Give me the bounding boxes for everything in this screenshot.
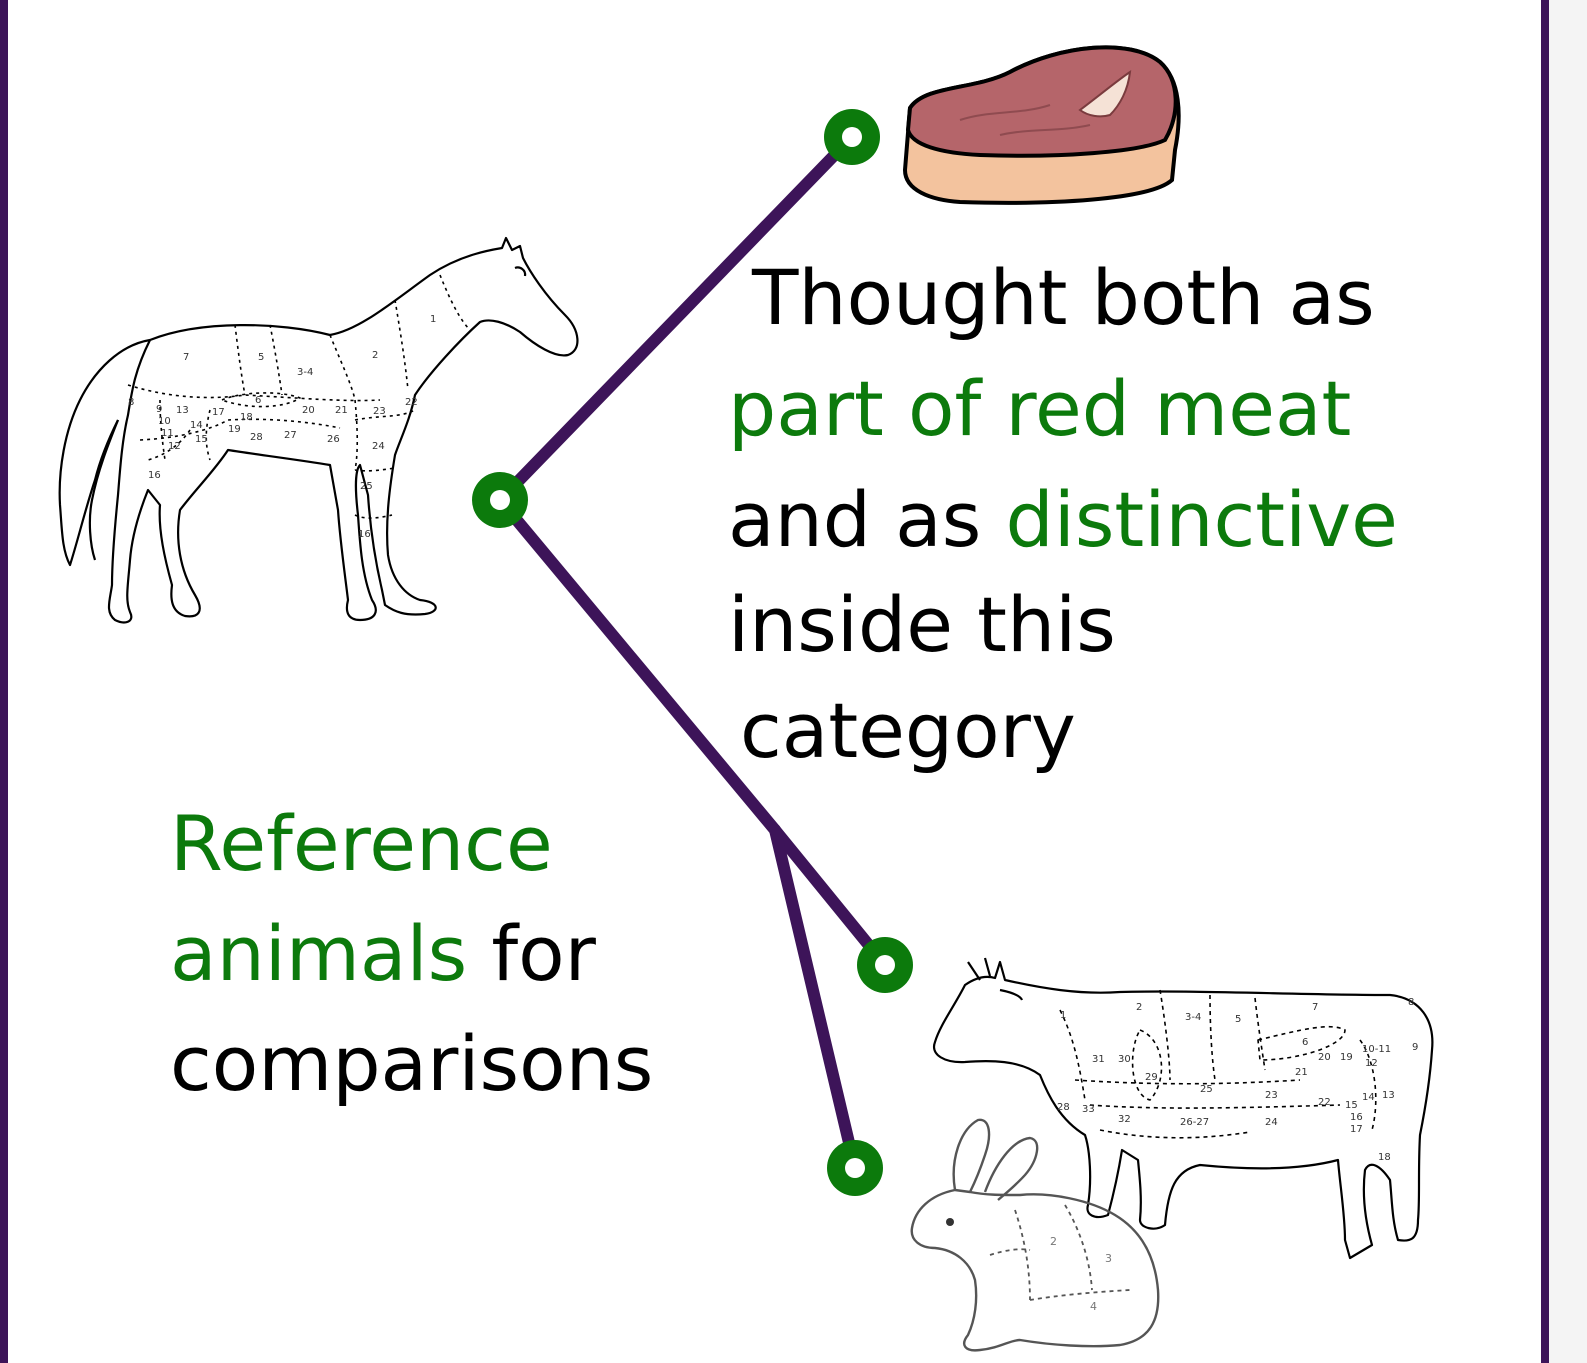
main-text-line-4: inside this [728, 571, 1116, 679]
horse-chart-label: 19 [228, 424, 241, 435]
rabbit-chart-label: 4 [1090, 1300, 1097, 1313]
cow-chart-label: 2 [1136, 1002, 1142, 1013]
horse-body-outline [109, 238, 577, 622]
horse-chart-label: 15 [195, 434, 208, 445]
cow-chart-label: 21 [1295, 1067, 1308, 1078]
main-text-line-2: part of red meat [728, 355, 1351, 463]
horse-chart-label: 26 [327, 434, 340, 445]
cow-chart-label: 14 [1362, 1092, 1375, 1103]
cow-chart-label: 23 [1265, 1090, 1278, 1101]
horse-chart-label: 25 [360, 481, 373, 492]
main-text-line-1: Thought both as [752, 244, 1375, 352]
cow-chart-label: 33 [1082, 1104, 1095, 1115]
cow-chart-label: 17 [1350, 1124, 1363, 1135]
cow-chart-label: 32 [1118, 1114, 1131, 1125]
cow-chart-label: 7 [1312, 1002, 1318, 1013]
rabbit-ear-left [954, 1120, 989, 1192]
rabbit-chart-label: 3 [1105, 1252, 1112, 1265]
cow-chart-label: 15 [1345, 1100, 1358, 1111]
horse-chart-label: 1 [430, 314, 436, 325]
horse-chart-label: 16 [148, 470, 161, 481]
horse-chart-label: 9 [156, 404, 162, 415]
horse-chart-label: 5 [258, 352, 264, 363]
cow-chart-label: 31 [1092, 1054, 1105, 1065]
cow-chart-label: 18 [1378, 1152, 1391, 1163]
horse-chart-label: 27 [284, 430, 297, 441]
horse-chart-label: 21 [335, 405, 348, 416]
cow-chart-label: 13 [1382, 1090, 1395, 1101]
horse-chart-label: 17 [212, 407, 225, 418]
horse-chart-label: 3-4 [297, 367, 313, 378]
horse-chart-label: 22 [405, 397, 418, 408]
reference-text-line-1: Reference [170, 790, 553, 898]
cow-chart-label: 12 [1365, 1058, 1378, 1069]
horse-chart-label: 2 [372, 350, 378, 361]
main-text-line-5: category [740, 677, 1076, 785]
cow-chart-label: 8 [1408, 997, 1414, 1008]
horse-chart-label: 7 [183, 352, 189, 363]
horse-chart-label: 13 [176, 405, 189, 416]
rabbit-ear-right [985, 1138, 1037, 1200]
cow-chart-label: 6 [1302, 1037, 1308, 1048]
main-text-line-3: and as distinctive [728, 466, 1398, 574]
horse-chart-label: 14 [190, 420, 203, 431]
steak-icon [905, 47, 1179, 202]
cow-chart-label: 9 [1412, 1042, 1418, 1053]
rabbit-chart-label: 2 [1050, 1235, 1057, 1248]
horse-cut-labels: 1 2 3-4 5 6 7 8 9 10 11 12 13 14 15 16 1… [128, 314, 436, 540]
horse-chart-label: 6 [255, 395, 261, 406]
rabbit-cut-labels: 2 3 4 [1050, 1235, 1112, 1313]
reference-text-line-3: comparisons [170, 1010, 653, 1118]
cow-chart-label: 29 [1145, 1072, 1158, 1083]
horse-chart-label: 10 [158, 416, 171, 427]
reference-text-line-2: animals for [170, 900, 596, 1008]
horse-chart-label: 28 [250, 432, 263, 443]
cow-chart-label: 30 [1118, 1054, 1131, 1065]
node-ring-icon [824, 109, 880, 165]
horse-chart-label: 8 [128, 397, 134, 408]
cow-chart-label: 26-27 [1180, 1117, 1209, 1128]
horse-chart-label: 24 [372, 441, 385, 452]
main-text-line-3a: and as [728, 475, 1005, 564]
cow-chart-label: 22 [1318, 1097, 1331, 1108]
cow-chart-label: 20 [1318, 1052, 1331, 1063]
horse-chart-label: 11 [161, 428, 174, 439]
cow-chart-label: 24 [1265, 1117, 1278, 1128]
cow-chart-label: 10-11 [1362, 1044, 1391, 1055]
node-ring-icon [472, 472, 528, 528]
node-ring-icon [857, 937, 913, 993]
cow-chart-label: 5 [1235, 1014, 1241, 1025]
cow-chart-label: 16 [1350, 1112, 1363, 1123]
cow-chart-label: 25 [1200, 1084, 1213, 1095]
cow-cuts-icon: 1 2 3-4 5 6 7 8 9 10-11 12 13 14 15 16 1… [934, 958, 1432, 1258]
cow-chart-label: 3-4 [1185, 1012, 1201, 1023]
cow-cut-labels: 1 2 3-4 5 6 7 8 9 10-11 12 13 14 15 16 1… [1057, 997, 1418, 1163]
cow-chart-label: 1 [1060, 1010, 1066, 1021]
reference-text-line-2b: for [467, 909, 596, 998]
cow-chart-label: 28 [1057, 1102, 1070, 1113]
main-text-line-3b: distinctive [1005, 475, 1397, 564]
horse-chart-label: 12 [168, 441, 181, 452]
horse-chart-label: 18 [240, 412, 253, 423]
node-ring-icon [827, 1140, 883, 1196]
horse-chart-label: 23 [373, 406, 386, 417]
horse-chart-label: 16 [358, 529, 371, 540]
horse-cuts-icon: 1 2 3-4 5 6 7 8 9 10 11 12 13 14 15 16 1… [60, 238, 578, 622]
horse-chart-label: 20 [302, 405, 315, 416]
cow-chart-label: 19 [1340, 1052, 1353, 1063]
reference-text-line-2a: animals [170, 909, 467, 998]
rabbit-body-outline [912, 1190, 1158, 1350]
